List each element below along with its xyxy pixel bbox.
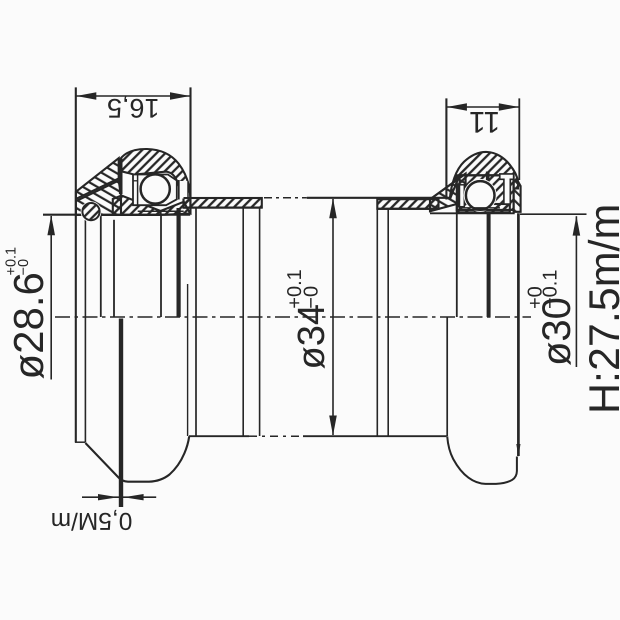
- svg-text:+0: +0: [525, 286, 547, 309]
- svg-text:−0: −0: [16, 259, 32, 276]
- svg-text:ø30: ø30: [535, 297, 579, 366]
- svg-text:H:27.5m/m: H:27.5m/m: [581, 204, 620, 414]
- svg-text:+0.1: +0.1: [4, 247, 20, 276]
- svg-text:ø34: ø34: [291, 304, 333, 369]
- svg-text:0,5M/m: 0,5M/m: [51, 507, 133, 534]
- svg-text:16,5: 16,5: [107, 93, 160, 123]
- svg-text:−0: −0: [301, 286, 323, 309]
- svg-text:ø28.6: ø28.6: [5, 272, 52, 379]
- svg-text:11: 11: [469, 105, 500, 138]
- svg-text:−0.1: −0.1: [540, 270, 562, 309]
- svg-text:+0.1: +0.1: [284, 269, 306, 308]
